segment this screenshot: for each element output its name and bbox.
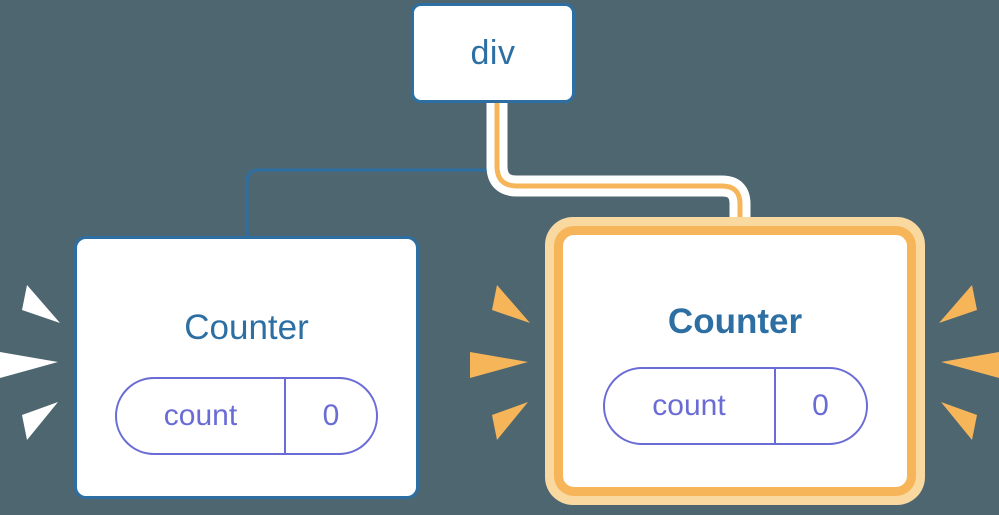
ray-orange-middle	[470, 352, 528, 378]
wire-div-to-left-counter	[245, 103, 495, 236]
node-div-label: div	[470, 34, 516, 72]
prop-value-right: 0	[773, 368, 866, 443]
wire-div-to-right-counter-casing	[486, 103, 751, 224]
ray-orange-lower	[492, 402, 528, 440]
prop-key-left: count	[163, 399, 238, 432]
prop-pill-right: count 0	[602, 366, 868, 445]
ray-white-lower	[22, 402, 58, 440]
wire-div-to-right-counter	[494, 103, 743, 224]
prop-key-right: count	[652, 388, 726, 422]
node-counter-left-label: Counter	[184, 308, 309, 347]
node-counter-left[interactable]: Counter count 0	[74, 236, 419, 499]
prop-value-left: 0	[284, 379, 376, 453]
node-div[interactable]: div	[411, 3, 575, 103]
prop-pill-left: count 0	[115, 377, 378, 455]
rays-left-counter-left-side	[0, 285, 60, 440]
node-counter-right-glow: Counter count 0	[545, 217, 925, 505]
ray-white-upper	[22, 285, 60, 323]
ray-white-middle	[0, 352, 58, 378]
rays-right-counter-right-side	[939, 285, 999, 440]
rays-right-counter-left-side	[470, 285, 530, 440]
node-counter-right-label: Counter	[667, 301, 803, 341]
node-counter-right[interactable]: Counter count 0	[554, 226, 916, 496]
ray-orange-upper	[939, 285, 977, 323]
ray-orange-middle	[941, 352, 999, 378]
ray-orange-upper	[492, 285, 530, 323]
ray-orange-lower	[941, 402, 977, 440]
